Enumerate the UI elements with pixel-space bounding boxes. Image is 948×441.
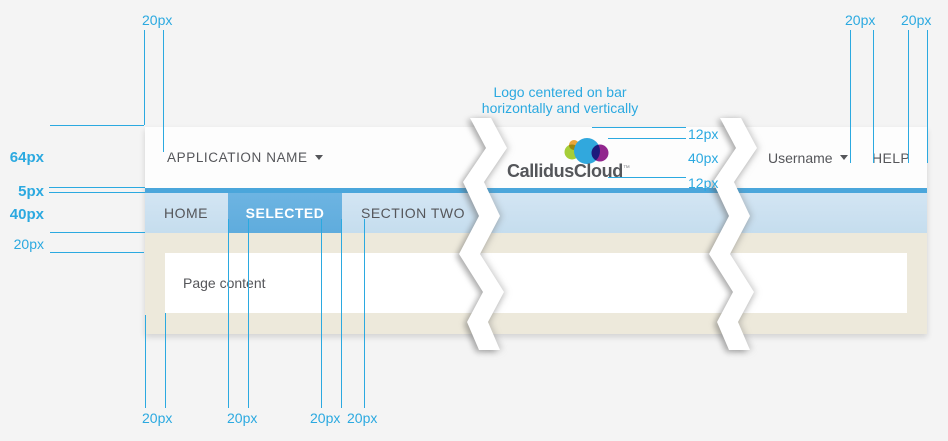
measure-line xyxy=(228,219,229,408)
page-content-label: Page content xyxy=(183,275,266,291)
measure-line xyxy=(145,315,146,408)
measure-line xyxy=(248,219,249,408)
logo-wordmark: CallidusCloud™ xyxy=(507,161,630,181)
measure-line xyxy=(144,30,145,125)
chevron-down-icon xyxy=(839,155,848,160)
chevron-down-icon xyxy=(314,155,323,160)
measure-line-panel-top xyxy=(50,252,144,253)
measure-label-bar-height: 64px xyxy=(9,149,44,166)
nav-item-section-two[interactable]: SECTION TWO xyxy=(361,205,466,221)
callidus-cloud-logo: CallidusCloud™ xyxy=(507,135,630,183)
measure-line-logo-bar-top xyxy=(592,127,686,128)
measure-label-content-gap: 20px xyxy=(13,236,44,252)
logo-cloud-icon xyxy=(564,138,609,164)
header-bar: APPLICATION NAME CallidusCloud™ Username… xyxy=(145,127,927,188)
measure-line xyxy=(165,313,166,408)
measure-line xyxy=(321,219,322,408)
measure-label-selected-left-padding: 20px xyxy=(227,410,258,426)
measure-line-logo-top xyxy=(608,138,686,139)
measure-label-nav-height: 40px xyxy=(9,206,44,223)
measure-label-home-padding: 20px xyxy=(142,410,173,426)
measure-line-bar-top xyxy=(50,125,144,126)
logo-centering-note: Logo centered on bar horizontally and ve… xyxy=(481,84,639,116)
username-label: Username xyxy=(768,149,833,166)
measure-line-divider-top xyxy=(49,187,145,188)
measure-label-logo-top-gap: 12px xyxy=(688,126,719,142)
paper-tear-right xyxy=(709,118,757,350)
measure-line xyxy=(908,30,909,163)
application-name-label: APPLICATION NAME xyxy=(167,150,308,165)
nav-item-selected[interactable]: SELECTED xyxy=(228,193,342,233)
measure-label-section-two-gap: 20px xyxy=(347,410,378,426)
measure-line-nav-bottom xyxy=(50,232,145,233)
measure-line-divider-bottom xyxy=(49,192,145,193)
content-area: Page content xyxy=(145,233,927,334)
page-content-panel: Page content xyxy=(165,253,907,313)
help-link[interactable]: HELP xyxy=(872,149,911,166)
username-dropdown[interactable]: Username xyxy=(768,127,848,188)
measure-line xyxy=(163,30,164,152)
measure-label-help-edge-gap: 20px xyxy=(901,12,932,28)
measure-line xyxy=(850,30,851,163)
nav-bar: HOME SELECTED SECTION TWO xyxy=(145,193,927,233)
nav-item-home[interactable]: HOME xyxy=(164,205,208,221)
measure-label-username-help-gap: 20px xyxy=(845,12,876,28)
measure-line xyxy=(927,30,928,163)
measure-label-logo-height: 40px xyxy=(688,150,719,166)
application-name-dropdown[interactable]: APPLICATION NAME xyxy=(167,127,323,188)
application-bar: APPLICATION NAME CallidusCloud™ Username… xyxy=(145,127,927,334)
measure-line-logo-bottom xyxy=(608,177,686,178)
measure-line xyxy=(364,219,365,408)
paper-tear-left xyxy=(459,118,507,350)
header-divider xyxy=(145,188,927,193)
measure-label-logo-bottom-gap: 12px xyxy=(688,175,719,191)
measure-label-top-left-gap: 20px xyxy=(142,12,173,28)
measure-line xyxy=(873,30,874,163)
measure-label-divider-height: 5px xyxy=(18,183,44,200)
measure-line xyxy=(341,219,342,408)
measure-label-selected-right-padding: 20px xyxy=(310,410,341,426)
trademark-symbol: ™ xyxy=(622,165,630,172)
